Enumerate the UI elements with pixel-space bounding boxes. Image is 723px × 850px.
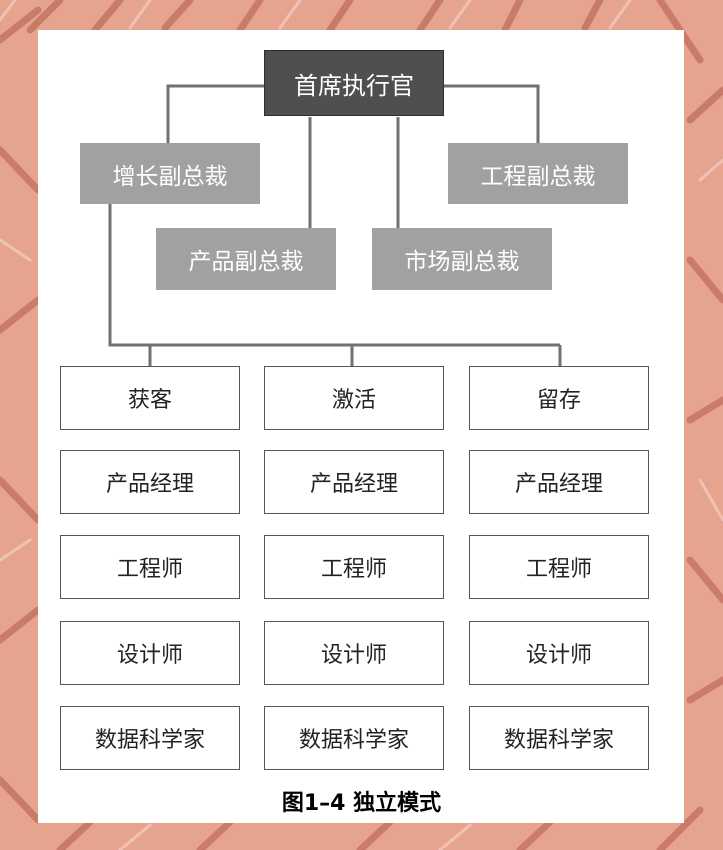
connector-growth-teams [108,204,560,347]
vp-marketing-label: 市场副总裁 [404,249,520,275]
team-acquisition-label: 获客 [127,388,172,413]
vp-growth-box: 增长副总裁 [80,143,260,204]
ceo-label: 首席执行官 [294,71,414,100]
role-box: 设计师 [469,621,649,685]
role-label: 产品经理 [105,472,194,497]
ceo-box: 首席执行官 [264,50,444,116]
role-label: 数据科学家 [503,728,614,753]
figure-caption: 图1–4 独立模式 [281,791,442,816]
vp-product-box: 产品副总裁 [156,228,336,290]
role-label: 工程师 [525,557,592,582]
vp-marketing-box: 市场副总裁 [372,228,552,290]
role-box: 产品经理 [469,450,649,514]
role-box: 数据科学家 [264,706,444,770]
vp-growth-label: 增长副总裁 [112,163,228,190]
connector-lines [108,84,562,366]
role-label: 工程师 [116,557,183,582]
role-label: 产品经理 [514,472,603,497]
diagram-panel: 首席执行官 增长副总裁 工程副总裁 产品副总裁 市场副总裁 获客 产品经理 工程… [38,30,684,823]
team-retention-box: 留存 [469,366,649,430]
role-box: 工程师 [469,535,649,599]
role-label: 设计师 [525,643,592,668]
role-label: 数据科学家 [298,728,409,753]
role-label: 数据科学家 [94,728,205,753]
connector-ceo-engineering [443,84,540,143]
vp-engineering-box: 工程副总裁 [448,143,628,204]
team-activation-box: 激活 [264,366,444,430]
role-label: 工程师 [320,557,387,582]
team-acquisition-box: 获客 [60,366,240,430]
role-box: 设计师 [264,621,444,685]
role-label: 设计师 [320,643,387,668]
team-activation-label: 激活 [331,388,376,413]
role-box: 产品经理 [60,450,240,514]
connector-ceo-growth [166,84,264,143]
team-retention-label: 留存 [536,388,581,413]
role-box: 工程师 [264,535,444,599]
role-label: 设计师 [116,643,183,668]
role-box: 工程师 [60,535,240,599]
role-box: 设计师 [60,621,240,685]
role-box: 数据科学家 [60,706,240,770]
role-box: 数据科学家 [469,706,649,770]
role-box: 产品经理 [264,450,444,514]
vp-engineering-label: 工程副总裁 [480,163,596,190]
vp-product-label: 产品副总裁 [188,249,304,275]
role-label: 产品经理 [309,472,398,497]
